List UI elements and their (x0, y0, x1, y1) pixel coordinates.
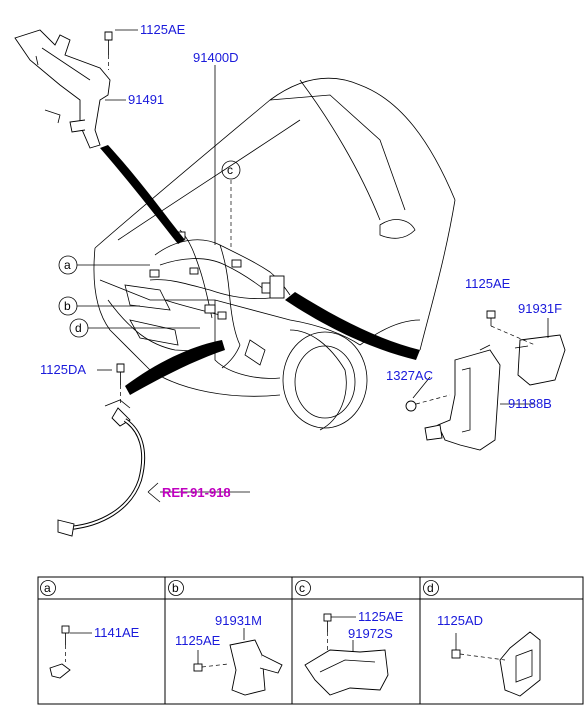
table-header-a: a (40, 580, 56, 596)
label-91400D: 91400D (193, 50, 239, 65)
bracket-91491 (14, 29, 113, 149)
cell-b-part-1125AE: 1125AE (175, 633, 221, 648)
bracket-91188B (405, 310, 566, 451)
label-91188B: 91188B (508, 396, 552, 411)
table-header-d: d (423, 580, 439, 596)
circle-marker-d: d (69, 318, 89, 338)
label-1327AC: 1327AC (386, 368, 433, 383)
cell-c-part-1125AE: 1125AE (358, 609, 404, 624)
label-91931F: 91931F (518, 301, 562, 316)
svg-text:b: b (64, 299, 71, 313)
table-header-c: c (295, 580, 311, 596)
svg-text:c: c (299, 581, 305, 595)
svg-text:b: b (172, 581, 179, 595)
cell-a-drawing (49, 625, 92, 679)
detail-table: a b c d 1141AE (37, 576, 584, 705)
table-header-b: b (168, 580, 184, 596)
cell-c-drawing (304, 613, 389, 696)
label-91491: 91491 (128, 92, 164, 107)
circle-marker-a: a (58, 255, 78, 275)
battery-cable (57, 399, 146, 537)
label-reference: REF.91-918 (162, 485, 231, 500)
cell-b-drawing (193, 628, 283, 696)
label-1125AE-right: 1125AE (465, 276, 511, 291)
callout-leaders (77, 29, 549, 503)
cell-d-part-1125AD: 1125AD (437, 613, 483, 628)
svg-text:a: a (64, 258, 71, 272)
svg-text:d: d (427, 581, 434, 595)
circle-marker-c: c (221, 160, 241, 180)
svg-text:a: a (44, 581, 51, 595)
leader-strokes (100, 145, 420, 395)
cell-b-part-91931M: 91931M (215, 613, 262, 628)
label-1125AE-top: 1125AE (140, 22, 186, 37)
bolt-1125DA (116, 363, 125, 405)
circle-marker-b: b (58, 296, 78, 316)
svg-text:c: c (227, 163, 233, 177)
cell-a-part-1141AE: 1141AE (94, 625, 140, 640)
cell-d-drawing (451, 631, 541, 697)
svg-text:d: d (75, 321, 82, 335)
label-1125DA: 1125DA (40, 362, 86, 377)
cell-c-part-91972S: 91972S (348, 626, 393, 641)
